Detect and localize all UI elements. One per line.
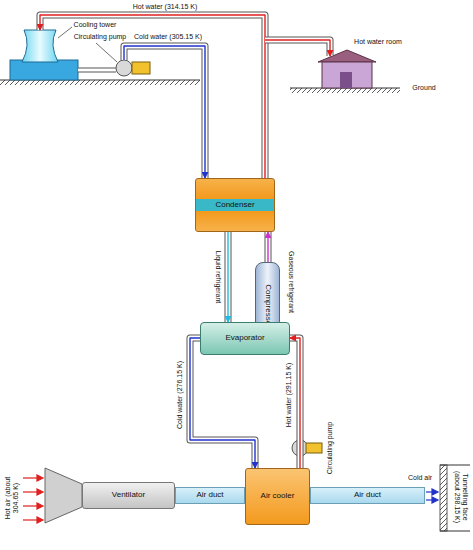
tower-basin bbox=[10, 60, 78, 80]
pump-motor bbox=[306, 443, 322, 453]
tunnel-floor bbox=[440, 531, 470, 532]
part-label: Hot water room bbox=[353, 38, 403, 46]
water-pipe bbox=[265, 40, 330, 56]
water-pipe bbox=[124, 46, 205, 178]
pipe-stroke bbox=[190, 338, 255, 468]
air-duct: Air duct bbox=[175, 487, 245, 504]
edge-label: Liquid refrigerant bbox=[214, 250, 222, 305]
edge-label: Cold water (276.15 K) bbox=[176, 360, 184, 430]
cooling-tower bbox=[22, 30, 58, 62]
pipe-label: Hot water (314.15 K) bbox=[132, 3, 199, 11]
ground-hatch bbox=[0, 80, 200, 85]
pipe bbox=[78, 68, 116, 73]
leader-line bbox=[96, 43, 117, 62]
leader-line bbox=[58, 27, 72, 38]
pipe-stroke bbox=[124, 46, 205, 178]
pipe-stroke bbox=[40, 15, 265, 178]
refrigerant-line bbox=[190, 338, 255, 468]
node-text: Evaporator bbox=[225, 334, 264, 343]
air-label: Hot air (about 304.65 K) bbox=[4, 468, 21, 528]
wall-label: Tunnelling face (about 298.15 K) bbox=[453, 467, 470, 527]
evaporator-box: Evaporator bbox=[200, 322, 290, 355]
node-text: Air cooler bbox=[261, 492, 295, 501]
refrigerant-line bbox=[228, 232, 229, 322]
pipe bbox=[78, 69, 116, 72]
pipe-stroke bbox=[265, 40, 330, 56]
pipe-stroke bbox=[227, 232, 228, 322]
pipe-stroke bbox=[124, 46, 205, 178]
air-label: Cold air bbox=[407, 474, 433, 482]
ventilator-box: Ventilator bbox=[82, 482, 175, 509]
hot-water-room bbox=[322, 62, 372, 88]
edge-label: Gaseous refrigerant bbox=[287, 250, 295, 314]
air-duct: Air duct bbox=[310, 487, 425, 504]
pipe-stroke bbox=[40, 15, 265, 178]
pipe-stroke bbox=[190, 338, 255, 468]
air-cooler-box: Air cooler bbox=[245, 468, 310, 525]
part-label: Circulating pump bbox=[73, 33, 128, 41]
pipe-stroke bbox=[266, 232, 271, 262]
part-label: Circulating pump bbox=[326, 421, 334, 476]
condenser-box: Condenser bbox=[195, 178, 275, 232]
pump-motor bbox=[132, 62, 150, 74]
pipe-stroke bbox=[225, 232, 232, 322]
pipe-stroke bbox=[124, 46, 205, 178]
cold-air-arrows bbox=[426, 489, 438, 503]
pipe-stroke bbox=[190, 338, 255, 468]
water-pipe bbox=[40, 15, 265, 178]
pipe-stroke bbox=[265, 40, 330, 56]
node-text: Ventilator bbox=[112, 491, 145, 500]
node-text: Condenser bbox=[215, 201, 254, 210]
part-label: Cooling tower bbox=[73, 21, 118, 29]
tunnel-roof bbox=[440, 465, 470, 466]
tunnel-wall bbox=[440, 465, 447, 531]
hot-air-arrows bbox=[23, 475, 43, 523]
node-text: Air duct bbox=[354, 491, 381, 500]
edge-label: Hot water (291.15 K) bbox=[285, 362, 293, 429]
pipe-label: Cold water (305.15 K) bbox=[133, 33, 203, 41]
pipe-stroke bbox=[40, 15, 265, 178]
ventilator-funnel bbox=[45, 468, 82, 523]
ground-label: Ground bbox=[411, 84, 436, 92]
pump-symbol bbox=[116, 60, 132, 76]
house-door bbox=[340, 72, 352, 88]
pipe-stroke bbox=[265, 232, 272, 262]
pipe-stroke bbox=[267, 232, 268, 262]
node-text: Air duct bbox=[196, 491, 223, 500]
pipe-stroke bbox=[226, 232, 231, 322]
refrigerant-line bbox=[268, 232, 269, 262]
pipe-stroke bbox=[265, 40, 330, 56]
ground-hatch bbox=[290, 88, 400, 93]
